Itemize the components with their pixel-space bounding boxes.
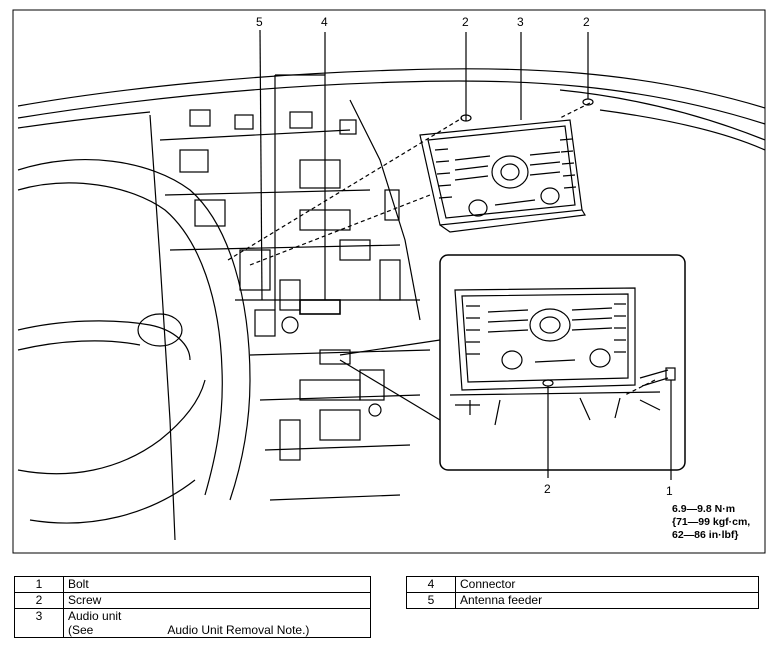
audio-unit-top (419, 119, 586, 233)
torque-line-1: 6.9—9.8 N·m (672, 503, 736, 515)
legend-note-prefix: (See (68, 623, 94, 637)
torque-line-3: 62—86 in·lbf} (672, 529, 739, 541)
diagram-frame (12, 9, 766, 554)
legend-number: 2 (14, 592, 64, 609)
legend-part-name: Connector (455, 576, 759, 593)
callout-3: 3 (517, 15, 524, 29)
callout-4: 4 (321, 15, 328, 29)
detail-inset-box (439, 254, 686, 471)
legend-number: 3 (14, 608, 64, 638)
legend-part-name: Screw (63, 592, 371, 609)
legend-number: 4 (406, 576, 456, 593)
audio-unit-exploded-diagram (12, 9, 766, 554)
legend-number: 1 (14, 576, 64, 593)
legend-row: 5 Antenna feeder (406, 592, 759, 609)
callout-2-detail: 2 (544, 482, 551, 496)
callout-2-top-right: 2 (583, 15, 590, 29)
dashed-leaders (227, 102, 656, 396)
legend-part-name: Audio unit (68, 609, 122, 623)
screw-top-right (582, 32, 594, 106)
screw-detail (542, 379, 554, 478)
parts-legend-left: 1 Bolt 2 Screw 3 Audio unit (See Audio Un… (14, 576, 371, 638)
torque-spec: 6.9—9.8 N·m {71—99 kgf·cm, 62—86 in·lbf} (672, 503, 750, 542)
callout-2-top-left: 2 (462, 15, 469, 29)
callout-1: 1 (666, 484, 673, 498)
dashboard-outline (17, 29, 766, 541)
legend-row: 2 Screw (14, 592, 371, 609)
callout-5: 5 (256, 15, 263, 29)
audio-unit-detail (449, 287, 661, 426)
legend-part-name: Antenna feeder (455, 592, 759, 609)
legend-part-name: Bolt (63, 576, 371, 593)
screw-top-left (460, 32, 472, 122)
legend-row: 1 Bolt (14, 576, 371, 593)
legend-row: 3 Audio unit (See Audio Unit Removal Note… (14, 608, 371, 638)
legend-note: (See Audio Unit Removal Note.) (68, 623, 366, 637)
torque-line-2: {71—99 kgf·cm, (672, 516, 751, 528)
bolt-detail (639, 367, 676, 480)
legend-row: 4 Connector (406, 576, 759, 593)
legend-number: 5 (406, 592, 456, 609)
legend-part-name-multiline: Audio unit (See Audio Unit Removal Note.) (63, 608, 371, 638)
detail-wedge (339, 339, 441, 421)
audio-unit-removal-note-link[interactable]: Audio Unit Removal Note.) (167, 623, 310, 637)
parts-legend-right: 4 Connector 5 Antenna feeder (406, 576, 759, 609)
